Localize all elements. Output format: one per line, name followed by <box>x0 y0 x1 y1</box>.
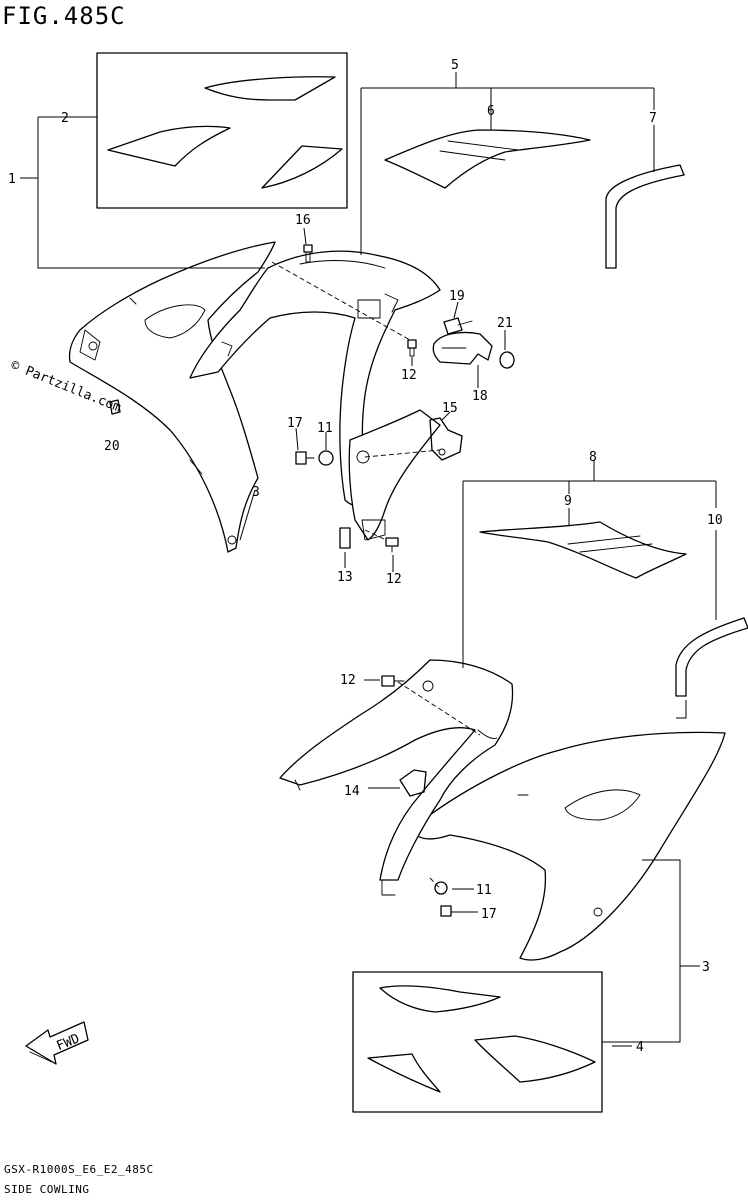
callout-numbers: 1 2 5 6 7 16 19 21 12 18 15 17 11 20 3 1… <box>8 58 723 1055</box>
callout-18: 18 <box>472 389 488 404</box>
callout-1: 1 <box>8 172 16 187</box>
inner-panel-upper <box>189 250 441 507</box>
plate-13 <box>339 527 351 549</box>
decal-set-upper-box <box>96 52 348 209</box>
bolt-17a <box>295 451 315 465</box>
nut-11b <box>434 881 448 895</box>
bolt-19 <box>443 317 473 335</box>
callout-13: 13 <box>337 570 353 585</box>
callout-17: 17 <box>287 416 303 431</box>
leader-lines <box>20 72 717 1047</box>
callout-11: 11 <box>317 421 333 436</box>
callout-21: 21 <box>497 316 513 331</box>
lower-cover-upper <box>348 409 441 541</box>
callout-8: 8 <box>589 450 597 465</box>
stripe-set-upper <box>384 129 685 269</box>
callout-17b: 17 <box>481 907 497 922</box>
callout-5: 5 <box>451 58 459 73</box>
figure-name: SIDE COWLING <box>4 1183 90 1196</box>
assembly-lines <box>271 261 481 889</box>
bracket-14 <box>399 769 427 797</box>
washer-21 <box>499 351 515 369</box>
callout-19: 19 <box>449 289 465 304</box>
clip-20 <box>109 399 121 415</box>
decal-set-lower-box <box>352 971 603 1113</box>
callout-11b: 11 <box>476 883 492 898</box>
stripe-set-lower <box>479 521 748 697</box>
side-cowling-lower <box>409 731 726 961</box>
fwd-label: FWD <box>54 1031 82 1054</box>
callout-7: 7 <box>649 111 657 126</box>
screw-16 <box>303 244 313 263</box>
callout-9: 9 <box>564 494 572 509</box>
screw-12a <box>407 339 417 357</box>
callout-2: 2 <box>61 111 69 126</box>
bracket-18 <box>432 331 493 365</box>
callout-3b: 3 <box>702 960 710 975</box>
inner-panel-lower <box>279 659 514 896</box>
figure-code: GSX-R1000S_E6_E2_485C <box>4 1163 154 1176</box>
bolt-17b <box>440 905 452 917</box>
fwd-arrow-icon: FWD <box>25 1021 89 1065</box>
screw-12c <box>381 675 405 687</box>
callout-10: 10 <box>707 513 723 528</box>
figure-title: FIG.485C <box>2 2 126 30</box>
callout-12b: 12 <box>386 572 402 587</box>
side-cowling-upper <box>68 241 276 553</box>
callout-16: 16 <box>295 213 311 228</box>
callout-3a: 3 <box>252 485 260 500</box>
callout-20: 20 <box>104 439 120 454</box>
nut-11a <box>318 450 334 466</box>
screw-12b <box>385 537 399 553</box>
callout-12c: 12 <box>340 673 356 688</box>
callout-6: 6 <box>487 104 495 119</box>
callout-4: 4 <box>636 1040 644 1055</box>
callout-12: 12 <box>401 368 417 383</box>
bracket-15 <box>429 417 463 461</box>
callout-14: 14 <box>344 784 360 799</box>
callout-15: 15 <box>442 401 458 416</box>
